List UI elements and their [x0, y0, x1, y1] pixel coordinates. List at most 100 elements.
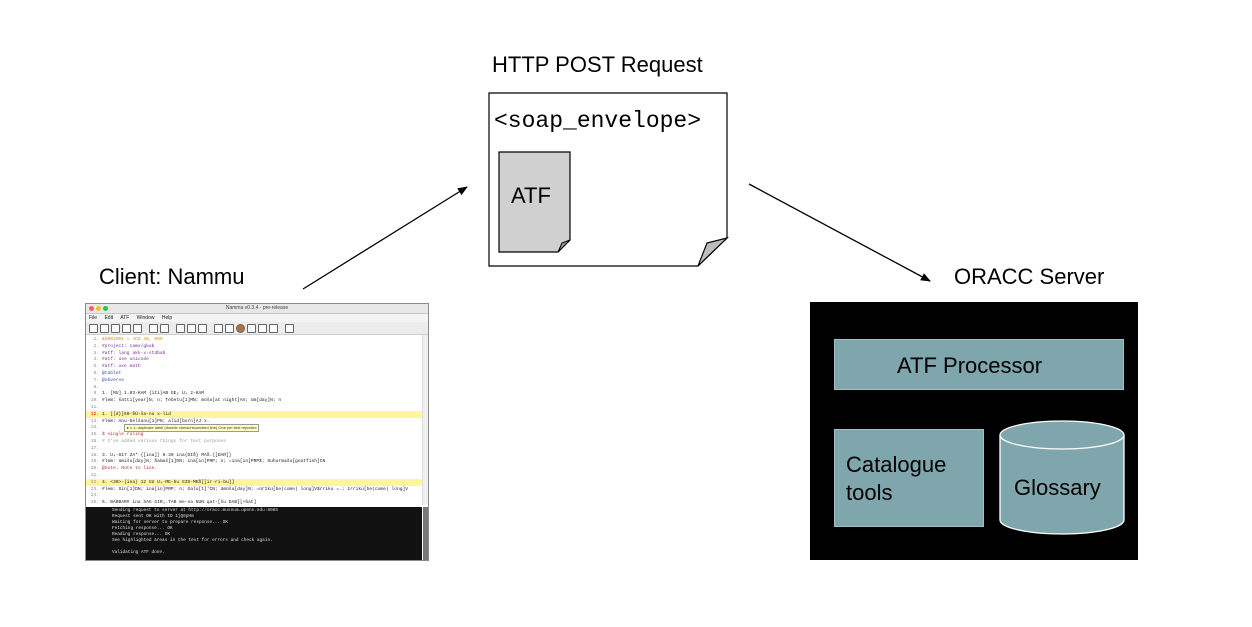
line-text: #lem: šatti[year]N; n; Ṭebetu[1]MN; mūša…	[102, 398, 282, 404]
lemmatise-icon	[225, 323, 234, 333]
line-text: #atf: use math	[102, 364, 141, 370]
maximize-icon	[103, 306, 108, 311]
atf-doc-label: ATF	[511, 183, 551, 208]
editor-line: 6.@tablet	[86, 370, 422, 377]
close-icon	[89, 306, 94, 311]
nammu-toolbar	[86, 322, 428, 335]
copy-icon	[176, 323, 185, 333]
new-file-icon	[89, 323, 98, 333]
menu-window: Window	[136, 315, 155, 321]
save-icon	[111, 323, 120, 333]
line-number: 24.	[90, 493, 99, 499]
menu-help: Help	[161, 315, 173, 321]
line-number: 16.	[90, 439, 99, 444]
editor-line: 11.	[86, 404, 422, 411]
editor-line: 22.4. <30>-{ina} 12 GU U₄-ME-bu GID-MEŠ[…	[86, 478, 422, 486]
line-number: 20.	[90, 466, 99, 472]
print-icon	[133, 323, 142, 333]
envelope-fold	[697, 236, 730, 267]
line-number: 25.	[90, 500, 99, 506]
line-number: 22.	[90, 479, 99, 485]
validate-icon	[214, 323, 223, 333]
menu-edit: Edit	[104, 315, 114, 321]
undo-icon	[149, 323, 158, 333]
atf-processor-label: ATF Processor	[897, 353, 1043, 378]
line-text: 1. [MU] 1.03-KAM {iti}AB GE₆ U₄ 2-KAM	[102, 391, 204, 397]
console-line: Waiting for server to prepare response..…	[112, 520, 228, 525]
console-line: See highlighted areas in the text for er…	[112, 538, 273, 543]
catalogue-tools-box: Catalogue tools	[834, 429, 984, 527]
line-text: @obverse	[102, 377, 125, 383]
line-text: # I've added various things for test pur…	[102, 439, 227, 444]
nammu-console: Sending request to server at http://orac…	[86, 507, 422, 560]
line-text: &X001001 = JCS 48, 089	[102, 337, 163, 342]
line-number: 13.	[90, 418, 99, 424]
console-line: Fetching response... OK	[112, 526, 173, 531]
line-number: 23.	[90, 486, 99, 492]
editor-line: 10.#lem: šatti[year]N; n; Ṭebetu[1]MN; m…	[86, 397, 422, 404]
line-number: 2.	[93, 343, 99, 349]
line-text: #project: cams/gkab	[102, 343, 155, 349]
editor-line: 25.5. BABBAR# ina SAG GIR₂.TAB me-na NUN…	[86, 499, 422, 506]
error-tooltip: ▸ x 1: duplicate label (double check/rec…	[124, 424, 260, 432]
help-icon	[258, 323, 267, 333]
editor-line: 16.# I've added various things for test …	[86, 438, 422, 445]
client-label: Client: Nammu	[99, 264, 245, 289]
editor-line: 24.	[86, 492, 422, 499]
line-number: 3.	[93, 350, 99, 356]
menu-atf: ATF	[120, 315, 130, 321]
editor-line: 1.&X001001 = JCS 48, 089	[86, 336, 422, 343]
line-number: 5.	[93, 364, 99, 370]
unicode-icon	[236, 323, 245, 333]
line-number: 17.	[90, 445, 99, 451]
menu-file: File	[89, 315, 98, 321]
nammu-screenshot: Nammu v0.3.4 - pre-release File Edit ATF…	[85, 303, 429, 561]
line-text: 1. [{d}]60-ŠÚ-ša-nu x-lid	[102, 411, 171, 417]
editor-line: 17.	[86, 445, 422, 452]
line-number: 11.	[90, 405, 99, 410]
arrow-client-to-request	[302, 186, 468, 290]
line-number: 9.	[93, 391, 99, 397]
soap-envelope-text: <soap_envelope>	[494, 108, 702, 134]
catalogue-label-line2: tools	[846, 480, 893, 505]
console-line: Request sent OK with ID 1jQ6pHm	[112, 514, 194, 519]
line-number: 15.	[90, 432, 99, 438]
editor-line: 2.#project: cams/gkab	[86, 343, 422, 350]
redo-icon	[160, 323, 169, 333]
line-number: 10.	[90, 398, 99, 404]
atf-processor-box: ATF Processor	[834, 339, 1124, 390]
line-text: #lem: ūmišu[day]N; Šamaš[1]DN; ina[in]PR…	[102, 459, 326, 465]
editor-line: 12.1. [{d}]60-ŠÚ-ša-nu x-lid	[86, 410, 422, 418]
line-text: @tablet	[102, 371, 122, 376]
open-file-icon	[100, 323, 109, 333]
editor-line: 15.$ single ruling	[86, 431, 422, 438]
line-number: 1.	[93, 337, 99, 342]
editor-line: 23.#lem: Sin[1]DN; ina[in]PRP; n; Galu[1…	[86, 486, 422, 493]
cut-icon	[187, 323, 196, 333]
console-line: Reading response... OK	[112, 532, 170, 537]
editor-line: 5.#atf: use math	[86, 363, 422, 370]
server-label: ORACC Server	[954, 264, 1105, 289]
console-line: Validating ATF done.	[112, 550, 165, 555]
editor-line: 20.@note: Note to line.	[86, 465, 422, 472]
paste-icon	[198, 323, 207, 333]
glossary-label: Glossary	[1014, 475, 1101, 500]
line-text: 3. U₄-817 ZA* {[ina]} 9.30 ina{DIŠ} MAŠ.…	[102, 452, 232, 458]
nammu-titlebar: Nammu v0.3.4 - pre-release	[86, 304, 428, 314]
line-text: 5. BABBAR# ina SAG GIR₂.TAB me-na NUN qa…	[102, 500, 257, 506]
quit-icon	[285, 323, 294, 333]
settings-icon	[247, 323, 256, 333]
line-number: 21.	[90, 473, 99, 478]
console-scrollbar	[423, 507, 428, 560]
catalogue-label-line1: Catalogue	[846, 452, 947, 477]
editor-line: 18.3. U₄-817 ZA* {[ina]} 9.30 ina{DIŠ} M…	[86, 452, 422, 459]
line-number: 4.	[93, 357, 99, 363]
line-text: #lem: Sin[1]DN; ina[in]PRP; n; Galu[1]'C…	[102, 486, 408, 492]
console-line: Sending request to server at http://orac…	[112, 508, 278, 513]
glossary-cylinder	[999, 420, 1125, 535]
line-number: 12.	[90, 411, 99, 417]
line-text: #atf: lang akk-x-stdbab	[102, 350, 166, 356]
atf-fold	[557, 239, 571, 253]
line-number: 7.	[93, 377, 99, 383]
